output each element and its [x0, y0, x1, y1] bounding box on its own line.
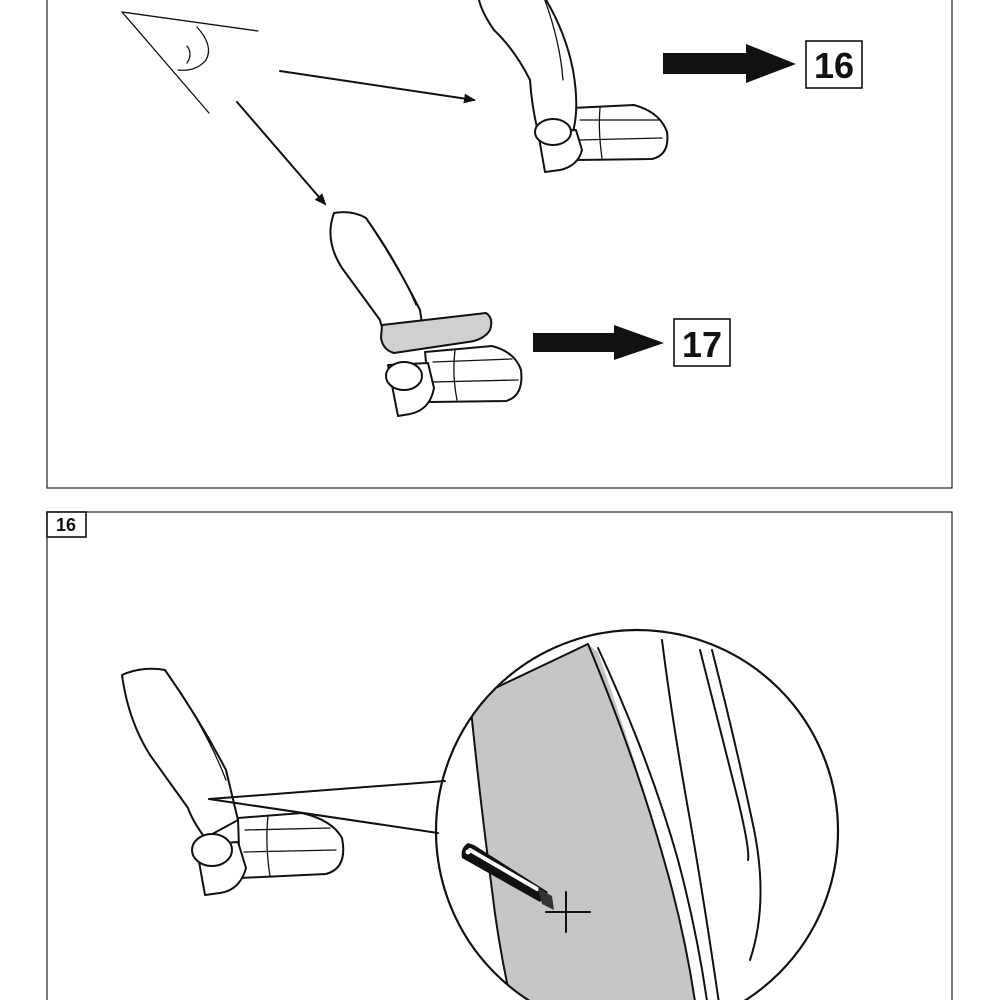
top-panel-frame [46, 0, 953, 489]
bottom-panel: 16 [46, 511, 953, 1000]
utility-knife-icon [461, 843, 554, 910]
callout-leader-line [208, 780, 446, 800]
top-panel: 16 17 [46, 0, 953, 489]
armrest-icon [380, 312, 493, 354]
bottom-panel-frame [46, 511, 953, 1000]
magnifier-callout-icon [434, 628, 840, 1000]
direction-arrow-icon [533, 325, 664, 360]
direction-arrow-icon [279, 70, 476, 104]
direction-arrow-icon [236, 101, 327, 206]
ref-box-16 [805, 40, 863, 89]
seat-icon [329, 211, 523, 417]
viewing-angle-icon [121, 11, 259, 114]
ref-label-17: 17 [682, 324, 722, 365]
seat-icon [477, 0, 669, 173]
step-number: 16 [56, 515, 76, 535]
ref-box-17 [673, 318, 731, 367]
callout-leader-line [208, 798, 439, 834]
seat-icon [121, 667, 345, 896]
step-tag [46, 511, 87, 538]
cut-mark-icon [545, 891, 591, 933]
ref-label-16: 16 [814, 45, 854, 86]
direction-arrow-icon [663, 44, 796, 83]
